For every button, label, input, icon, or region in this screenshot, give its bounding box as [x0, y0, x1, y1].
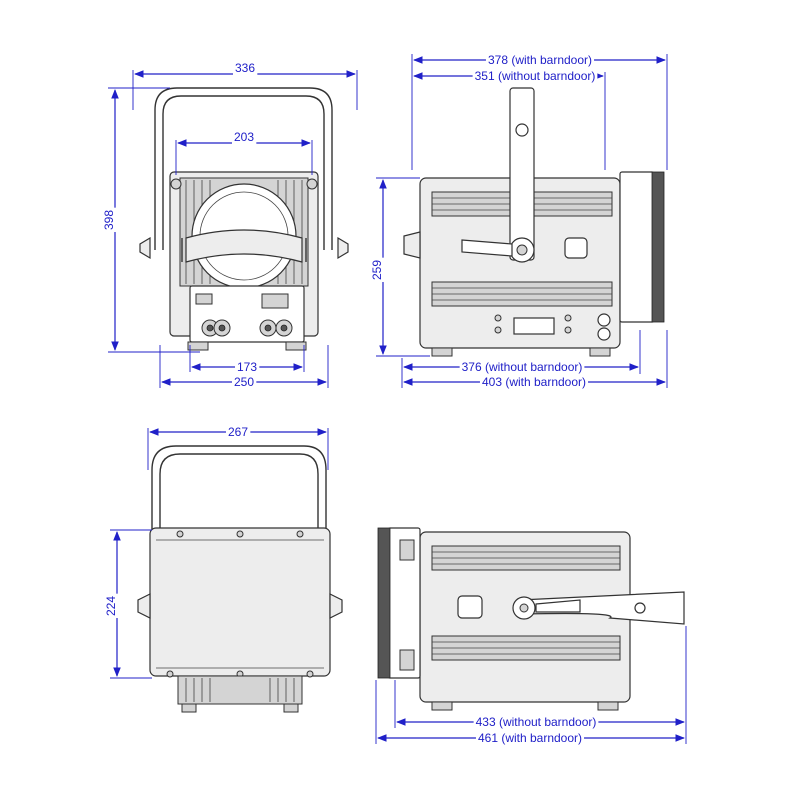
- dim-203-label: 203: [234, 130, 254, 144]
- side-view: [403, 87, 665, 357]
- top-dimensions: 267 224: [104, 425, 329, 679]
- side-view-mirrored: [377, 527, 685, 711]
- dim-398-label: 398: [102, 210, 116, 230]
- side-mirrored-dimensions: 433 (without barndoor) 461 (with barndoo…: [375, 626, 687, 745]
- dim-336-label: 336: [235, 61, 255, 75]
- dim-267-label: 267: [228, 425, 248, 439]
- side-dimensions: 378 (with barndoor) 351 (without barndoo…: [370, 53, 668, 389]
- top-view: [137, 445, 343, 713]
- dim-378-label: 378 (with barndoor): [488, 53, 592, 67]
- dim-351-label: 351 (without barndoor): [475, 69, 596, 83]
- dim-173-label: 173: [237, 360, 257, 374]
- dim-461-label: 461 (with barndoor): [478, 731, 582, 745]
- dim-376-label: 376 (without barndoor): [462, 360, 583, 374]
- front-dimensions: 336 203 398 173 250: [102, 61, 358, 389]
- front-view: [139, 87, 349, 351]
- dim-433-label: 433 (without barndoor): [476, 715, 597, 729]
- dim-403-label: 403 (with barndoor): [482, 375, 586, 389]
- dim-250-label: 250: [234, 375, 254, 389]
- dim-224-label: 224: [104, 596, 118, 616]
- dim-259-label: 259: [370, 260, 384, 280]
